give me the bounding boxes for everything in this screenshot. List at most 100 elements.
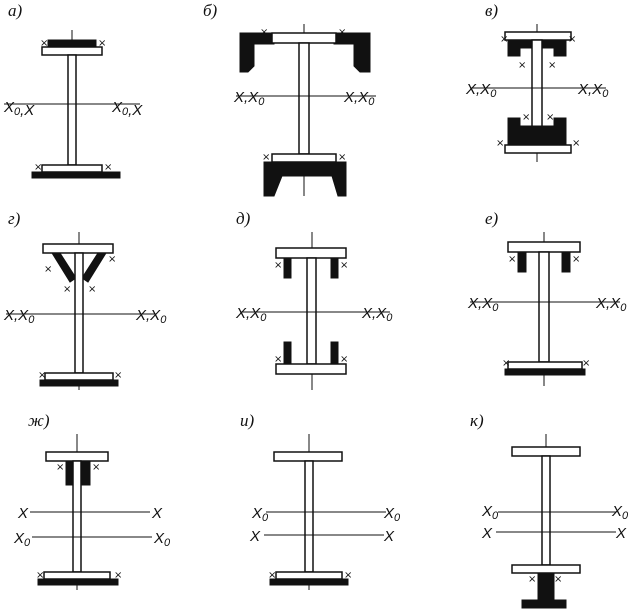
bottom-left-rib: [283, 341, 292, 365]
web: [67, 54, 77, 166]
top-flange: [42, 243, 114, 254]
weld-mark: ×: [496, 138, 504, 149]
top-flange: [45, 451, 109, 462]
bottom-reinforcing-plate: [31, 171, 121, 179]
bottom-flange: [43, 571, 111, 580]
weld-mark: ×: [508, 254, 516, 265]
panel-label-i: и): [240, 411, 255, 430]
web: [304, 460, 314, 573]
panel-a: а) × × × × X0,X X0,X: [3, 1, 143, 179]
panel-label-d: д): [236, 209, 251, 228]
axis-label-right: X,X0: [343, 89, 375, 108]
weld-mark: ×: [500, 34, 508, 45]
axis-label-left: X0: [251, 505, 269, 524]
bottom-flange: [511, 564, 581, 574]
bottom-flange: [504, 144, 572, 154]
weld-mark: ×: [38, 370, 46, 381]
panel-e: е) × × × × X,X0 X,X0: [467, 209, 627, 386]
axis-label-right: X: [151, 505, 163, 522]
axis-label-left: X0,X: [3, 99, 35, 119]
top-flange: [275, 247, 347, 259]
bottom-flange: [271, 153, 337, 163]
axis-label-right: X0,X: [111, 99, 143, 119]
bottom-reinforcing-plate: [269, 578, 349, 586]
weld-mark: ×: [104, 162, 112, 173]
weld-mark: ×: [340, 354, 348, 365]
left-angle-strut: [51, 252, 77, 283]
axis-label-right: X0: [153, 530, 171, 549]
weld-mark: ×: [260, 27, 268, 38]
right-angle-strut: [81, 252, 107, 283]
top-reinforcing-plate: [47, 39, 97, 48]
weld-mark: ×: [34, 162, 42, 173]
panel-b: б) × × × × X,X0 X,X0: [203, 1, 376, 197]
bottom-reinforcing-plate: [504, 368, 586, 376]
weld-mark: ×: [262, 152, 270, 163]
bottom-flange: [41, 164, 103, 173]
top-flange: [504, 31, 572, 41]
axis-label-right: X: [615, 525, 627, 542]
weld-mark: ×: [274, 354, 282, 365]
top-flange: [511, 446, 581, 457]
weld-mark: ×: [338, 27, 346, 38]
web: [72, 460, 82, 573]
weld-mark: ×: [554, 574, 562, 585]
top-flange: [271, 32, 337, 44]
weld-mark: ×: [36, 570, 44, 581]
panel-g: г) × × × × × × X,X0 X,X0: [3, 209, 167, 390]
panel-label-zh: ж): [28, 411, 50, 430]
axis-label-right: X0: [611, 503, 629, 522]
axis-label-left: X: [481, 525, 493, 542]
weld-mark: ×: [114, 570, 122, 581]
bottom-reinforcing-plate: [39, 379, 119, 387]
axis-label-left: X,X0: [467, 295, 499, 314]
axis-label-right: X,X0: [135, 307, 167, 326]
panel-d: д) × × × × X,X0 X,X0: [235, 209, 393, 390]
weld-mark: ×: [274, 260, 282, 271]
axis-label-left: X0: [481, 503, 499, 522]
axis-label-left: X,X0: [465, 81, 497, 100]
weld-mark: ×: [572, 138, 580, 149]
web: [306, 257, 317, 365]
bottom-tee: [521, 572, 567, 609]
bottom-flange: [275, 363, 347, 375]
top-right-rib: [330, 257, 339, 279]
weld-mark: ×: [92, 462, 100, 473]
axis-label-right: X,X0: [361, 305, 393, 324]
weld-mark: ×: [98, 38, 106, 49]
weld-mark: ×: [522, 112, 530, 123]
top-left-channel: [239, 32, 275, 73]
weld-mark: ×: [568, 34, 576, 45]
bottom-channel: [263, 161, 347, 197]
bottom-flange: [44, 372, 114, 381]
panel-label-g: г): [8, 209, 21, 228]
axis-label-left: X,X0: [233, 89, 265, 108]
panel-label-a: а): [8, 1, 23, 20]
weld-mark: ×: [546, 112, 554, 123]
weld-mark: ×: [268, 570, 276, 581]
bottom-flange: [507, 361, 583, 370]
weld-mark: ×: [56, 462, 64, 473]
axis-label-left: X: [249, 528, 261, 545]
weld-mark: ×: [114, 370, 122, 381]
panel-label-v: в): [485, 1, 498, 20]
weld-mark: ×: [502, 358, 510, 369]
weld-mark: ×: [44, 264, 52, 275]
panel-zh: ж) × × × × X X X0 X0: [13, 411, 171, 590]
panel-label-k: к): [470, 411, 484, 430]
bottom-right-rib: [330, 341, 339, 365]
weld-mark: ×: [63, 284, 71, 295]
top-flange: [41, 46, 103, 56]
panel-k: к) × × X0 X0 X X: [470, 411, 629, 609]
top-right-channel: [333, 32, 371, 73]
web: [538, 251, 550, 363]
weld-mark: ×: [338, 152, 346, 163]
axis-label-right: X: [383, 528, 395, 545]
top-right-rib: [561, 251, 571, 273]
panel-v: в) × × × × × × × × X,X0 X,X0: [465, 1, 609, 162]
axis-label-left: X: [17, 505, 29, 522]
axis-label-left: X,X0: [3, 307, 35, 326]
web: [74, 252, 84, 374]
weld-mark: ×: [528, 574, 536, 585]
